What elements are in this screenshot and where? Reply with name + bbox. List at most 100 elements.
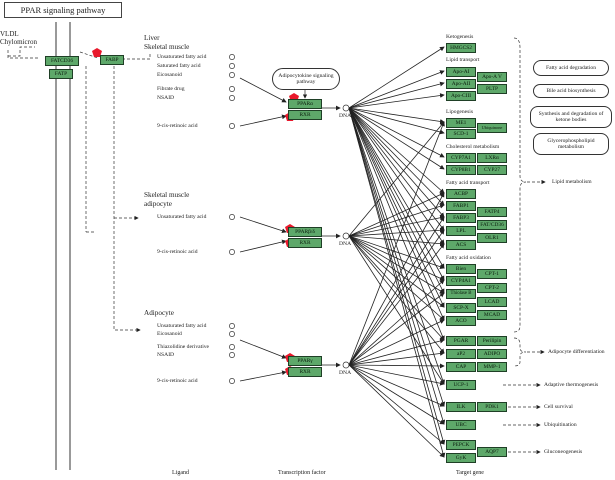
gene-me1[interactable]: ME1 <box>446 118 476 128</box>
gene-lpl[interactable]: LPL <box>446 226 476 236</box>
regulation-line-l-16 <box>348 107 445 308</box>
gene-cpt1[interactable]: CPT-1 <box>477 269 507 279</box>
regulation-line-m-13 <box>348 235 445 385</box>
ligand-liver-5: 9-cis-retinoic acid <box>157 123 198 129</box>
regulation-line-a-13 <box>348 364 445 425</box>
ligand-liver-2: Eicosanoid <box>157 72 182 78</box>
gene-fabp[interactable]: FABP <box>100 55 124 65</box>
outcome-bile-acid[interactable]: Bile acid biosynthesis <box>533 84 609 98</box>
gene-acs[interactable]: ACS <box>446 240 476 250</box>
gene-rxr-liver[interactable]: RXR <box>288 110 322 120</box>
gene-adipo[interactable]: ADIPO <box>477 349 507 359</box>
regulation-line-m-6 <box>348 235 445 269</box>
outcome-adaptive-thermogenesis: Adaptive thermogenesis <box>544 382 599 388</box>
outcome-ubiquitination: Ubiquitination <box>544 422 577 428</box>
gene-ilk[interactable]: ILK <box>446 402 476 412</box>
adipocytokine-pathway-link[interactable]: Adipocytokine signaling pathway <box>272 68 340 90</box>
gene-fat-cd36[interactable]: FAT/CD36 <box>477 220 507 230</box>
footer-transcription-factor: Transcription factor <box>278 470 326 476</box>
ligand-liver-3: Fibrate drug <box>157 86 185 92</box>
gene-ucp1[interactable]: UCP-1 <box>446 380 476 390</box>
gene-apoc3[interactable]: Apo-CIII <box>446 91 476 101</box>
gene-fabp3[interactable]: FABP3 <box>446 213 476 223</box>
gene-cap[interactable]: CAP <box>446 362 476 372</box>
regulation-line-m-8 <box>348 235 445 294</box>
group-cholesterol: Cholesterol metabolism <box>446 144 500 150</box>
dna-label-muscle: DNA <box>339 241 352 247</box>
gene-pltp[interactable]: PLTP <box>477 84 507 94</box>
gene-pepck[interactable]: PEPCK <box>446 440 476 450</box>
dna-label-liver: DNA <box>339 113 352 119</box>
regulation-line-m-5 <box>348 235 445 247</box>
regulation-line-l-15 <box>348 107 445 294</box>
gene-aqp7[interactable]: AQP7 <box>477 447 507 457</box>
gene-acbp[interactable]: ACBP <box>446 189 476 199</box>
gene-fatp[interactable]: FATP <box>49 69 73 79</box>
regulation-line-m-7 <box>348 235 445 281</box>
gene-apoa1[interactable]: Apo-AI <box>446 67 476 77</box>
gene-scp-x[interactable]: SCP-X <box>446 303 476 313</box>
gene-aco[interactable]: ACO <box>446 316 476 326</box>
regulation-line-a-15 <box>348 364 445 458</box>
gene-rxr-muscle[interactable]: RXR <box>288 238 322 248</box>
gene-lxra[interactable]: LXRα <box>477 153 507 163</box>
regulation-line-a-11 <box>348 364 445 386</box>
ligand-muscle-0: Unsaturated fatty acid <box>157 214 207 220</box>
regulation-line-a-14 <box>348 364 445 445</box>
gene-fatcd36-membrane[interactable]: FATCD36 <box>45 56 79 66</box>
regulation-line-m-1 <box>348 192 445 237</box>
gene-cpt2[interactable]: CPT-2 <box>477 283 507 293</box>
gene-ubc[interactable]: UBC <box>446 420 476 430</box>
gene-apoa5[interactable]: Apo-A V <box>477 72 507 82</box>
regulation-line-l-14 <box>348 107 445 281</box>
gene-olr1[interactable]: OLR1 <box>477 233 507 243</box>
outcome-glycerophospholipid[interactable]: Glycerophospholipid metabolism <box>533 133 609 155</box>
gene-mcad[interactable]: MCAD <box>477 310 507 320</box>
gene-ppar-beta-delta[interactable]: PPARβ/δ <box>288 227 322 237</box>
regulation-line-l-22 <box>348 107 446 445</box>
gene-pdk1[interactable]: PDK1 <box>477 402 507 412</box>
gene-ap2[interactable]: aP2 <box>446 349 476 359</box>
gene-fabp1[interactable]: FABP1 <box>446 201 476 211</box>
regulation-line-l-3 <box>348 93 445 109</box>
outcome-ketone-bodies[interactable]: Synthesis and degradation of ketone bodi… <box>530 106 612 128</box>
outcome-fatty-acid-degradation[interactable]: Fatty acid degradation <box>533 60 609 76</box>
gene-ubiquinone[interactable]: Ubiquinone <box>477 123 507 133</box>
group-fatty-acid-transport: Fatty acid transport <box>446 180 490 186</box>
regulation-line-a-3 <box>348 229 445 366</box>
ligand-liver-1: Saturated fatty acid <box>157 63 201 69</box>
regulation-line-l-10 <box>348 107 445 218</box>
gene-hmgcs2[interactable]: HMGCS2 <box>446 43 476 53</box>
outcome-adipocyte-differentiation: Adipocyte differentiation <box>548 349 605 355</box>
regulation-line-a-4 <box>348 243 445 366</box>
gene-lcad[interactable]: LCAD <box>477 297 507 307</box>
regulation-line-a-0 <box>348 121 445 366</box>
regulation-line-m-4 <box>348 227 445 237</box>
gene-scd1[interactable]: SCD-1 <box>446 129 476 139</box>
ligand-liver-4: NSAID <box>157 95 175 101</box>
gene-ppar-alpha[interactable]: PPARα <box>288 99 322 109</box>
tissue-skeletal-muscle-2: Skeletal muscle <box>144 191 190 199</box>
gene-mmp1[interactable]: MMP-1 <box>477 362 507 372</box>
ligand-adipocyte-3: NSAID <box>157 352 175 358</box>
gene-thiolase-b[interactable]: Thiolase B <box>446 289 476 299</box>
gene-cyp4a1[interactable]: CYP4A1 <box>446 276 476 286</box>
gene-cyp27[interactable]: CYP27 <box>477 165 507 175</box>
tissue-adipocyte: Adipocyte <box>144 309 174 317</box>
gene-cyp7a1[interactable]: CYP7A1 <box>446 153 476 163</box>
regulation-line-l-11 <box>348 107 445 231</box>
regulation-line-l-8 <box>348 107 445 194</box>
regulation-line-m-0 <box>348 121 445 237</box>
gene-pgar[interactable]: PGAR <box>446 336 476 346</box>
gene-fatp4[interactable]: FATP4 <box>477 207 507 217</box>
gene-perilipin[interactable]: Perilipin <box>477 336 507 346</box>
gene-ppar-gamma[interactable]: PPARγ <box>288 356 322 366</box>
ligand-adipocyte-0: Unsaturated fatty acid <box>157 323 207 329</box>
gene-rxr-adipocyte[interactable]: RXR <box>288 367 322 377</box>
gene-gyk[interactable]: GyK <box>446 453 476 463</box>
gene-apoa2[interactable]: Apo-AII <box>446 79 476 89</box>
ligand-liver-0: Unsaturated fatty acid <box>157 54 207 60</box>
gene-cyp8b1[interactable]: CYP8B1 <box>446 165 476 175</box>
gene-bien[interactable]: Bien <box>446 264 476 274</box>
regulation-line-a-5 <box>348 279 445 366</box>
